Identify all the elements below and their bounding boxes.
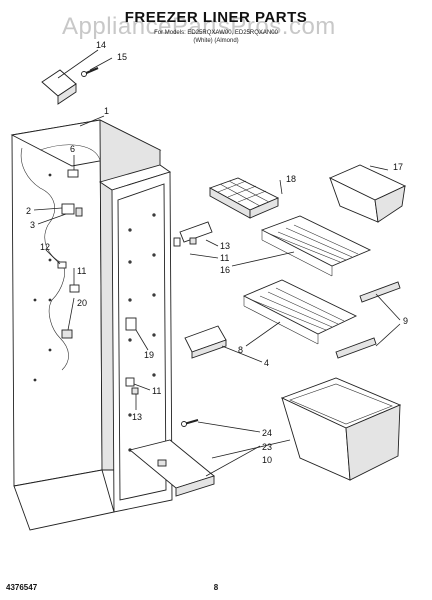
part-11-clip xyxy=(69,284,80,293)
callout-20: 20 xyxy=(77,298,87,308)
part-20-connector xyxy=(61,329,73,339)
wire-top xyxy=(39,144,101,161)
callout-19: 19 xyxy=(144,350,154,360)
callout-3: 3 xyxy=(30,220,35,230)
liner-left-wall xyxy=(11,119,103,487)
part-13b-clip xyxy=(131,387,139,395)
callout-11: 11 xyxy=(77,266,86,276)
callout-13: 13 xyxy=(220,241,230,251)
freezer-liner xyxy=(10,119,173,531)
callout-12: 12 xyxy=(40,242,50,252)
part-6-bracket xyxy=(67,169,79,178)
diagram-title: FREEZER LINER PARTS xyxy=(125,9,308,26)
part-16-wire-shelf xyxy=(260,215,372,277)
callout-11-top: 11 xyxy=(220,253,229,263)
part-14-bracket xyxy=(41,69,77,105)
part-17-door-bin xyxy=(328,164,407,223)
part-18-ice-tray xyxy=(208,177,280,219)
part-24-screw xyxy=(181,419,199,427)
callout-4: 4 xyxy=(264,358,269,368)
part-13-11-shelf-bracket xyxy=(173,221,213,247)
diagram-subtitle-colors: (White) (Almond) xyxy=(193,38,238,44)
part-12-clip xyxy=(57,261,67,269)
callout-14: 14 xyxy=(96,40,106,50)
part-10-freezer-bin xyxy=(280,377,402,481)
callout-2: 2 xyxy=(26,206,31,216)
callout-17: 17 xyxy=(393,162,403,172)
liner-bottom xyxy=(13,469,115,531)
callout-8: 8 xyxy=(238,345,243,355)
callout-16: 16 xyxy=(220,265,230,275)
part-11b-clip xyxy=(125,377,135,387)
doc-number: 4376547 xyxy=(6,583,38,592)
leader-lines xyxy=(33,49,401,477)
callout-labels: 14 15 1 6 2 3 12 11 20 18 17 13 11 16 9 … xyxy=(26,40,408,465)
part-19-cam xyxy=(125,317,137,331)
diagram-subtitle-models: For Models: ED25RQXAW00, ED25RQXAN00 xyxy=(154,30,278,36)
part-2-3-light-socket xyxy=(61,203,83,217)
part-9-shelf-rails xyxy=(335,281,401,359)
part-8-wire-shelf xyxy=(242,279,358,345)
watermark-text: AppliancePartsPros.com xyxy=(62,13,336,40)
callout-10: 10 xyxy=(262,455,272,465)
callout-18: 18 xyxy=(286,174,296,184)
page-number: 8 xyxy=(214,583,219,592)
callout-24: 24 xyxy=(262,428,272,438)
part-4-shelf-support xyxy=(184,325,227,359)
callout-13-bottom: 13 xyxy=(132,412,142,422)
part-23-bottom-rail xyxy=(129,439,215,497)
callout-23: 23 xyxy=(262,442,272,452)
callout-6: 6 xyxy=(70,144,75,154)
callout-11-bottom: 11 xyxy=(152,386,161,396)
part-15-screw xyxy=(81,66,99,77)
callout-1: 1 xyxy=(104,106,109,116)
callout-15: 15 xyxy=(117,52,127,62)
callout-9: 9 xyxy=(403,316,408,326)
